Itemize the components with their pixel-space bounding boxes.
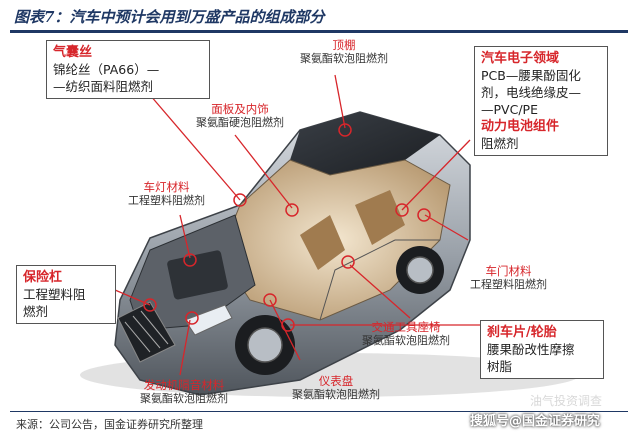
bumper-line-1: 工程塑料阻 [23, 287, 86, 302]
bumper-title: 保险杠 [23, 270, 63, 285]
sohu-watermark: 搜狐号@国金证券研究 [470, 414, 601, 429]
lamp-desc: 工程塑料阻燃剂 [128, 194, 205, 207]
engine-label: 发动机隔音材料 聚氨酯软泡阻燃剂 [140, 378, 228, 406]
seat-desc: 聚氨酯软泡阻燃剂 [362, 334, 450, 347]
seat-label: 交通工具座椅 聚氨酯软泡阻燃剂 [362, 320, 450, 348]
panel-desc: 聚氨酯硬泡阻燃剂 [196, 116, 284, 129]
front-seat [300, 215, 345, 270]
roof-desc: 聚氨酯软泡阻燃剂 [300, 52, 388, 65]
lamp-label: 车灯材料 工程塑料阻燃剂 [128, 180, 205, 208]
source-note: 来源：公司公告，国金证券研究所整理 [16, 418, 203, 431]
airbag-callout: 气囊丝 锦纶丝（PA66）— —纺织面料阻燃剂 [46, 40, 210, 99]
engine-desc: 聚氨酯软泡阻燃剂 [140, 392, 228, 405]
door-name: 车门材料 [485, 264, 532, 278]
engine-name: 发动机隔音材料 [143, 378, 225, 392]
door-desc: 工程塑料阻燃剂 [470, 278, 547, 291]
brake-line-1: 腰果酚改性摩擦 [487, 342, 575, 357]
lamp-name: 车灯材料 [143, 180, 190, 194]
door-label: 车门材料 工程塑料阻燃剂 [470, 264, 547, 292]
airbag-line-2: —纺织面料阻燃剂 [53, 79, 154, 94]
electronics-line-3: —PVC/PE [481, 102, 538, 117]
brake-callout: 刹车片/轮胎 腰果酚改性摩擦 树脂 [480, 320, 604, 379]
bumper-line-2: 燃剂 [23, 304, 49, 319]
rear-seat [355, 190, 405, 245]
engine-block [167, 250, 228, 300]
electronics-callout: 汽车电子领域 PCB—腰果酚固化 剂，电线绝缘皮— —PVC/PE 动力电池组件… [474, 46, 608, 156]
seat-name: 交通工具座椅 [371, 320, 441, 334]
battery-title: 动力电池组件 [481, 119, 560, 134]
electronics-line-2: 剂，电线绝缘皮— [481, 85, 582, 100]
footer-rule [10, 411, 628, 412]
faint-watermark: 油气投资调查 [530, 394, 603, 408]
dash-desc: 聚氨酯软泡阻燃剂 [292, 388, 380, 401]
roof-name: 顶棚 [332, 38, 356, 52]
battery-line: 阻燃剂 [481, 136, 519, 151]
electronics-title: 汽车电子领域 [481, 51, 560, 66]
figure-title: 图表7：汽车中预计会用到万盛产品的组成部分 [14, 8, 325, 26]
panel-name: 面板及内饰 [211, 102, 269, 116]
dash-name: 仪表盘 [318, 374, 354, 388]
marker-circles [143, 123, 431, 332]
title-rule [10, 30, 628, 33]
bumper-callout: 保险杠 工程塑料阻 燃剂 [16, 265, 116, 324]
car-roof [290, 112, 440, 175]
panel-label: 面板及内饰 聚氨酯硬泡阻燃剂 [196, 102, 284, 130]
brake-line-2: 树脂 [487, 359, 513, 374]
headlamp [184, 304, 233, 336]
airbag-line-1: 锦纶丝（PA66）— [53, 62, 160, 77]
pointer-lines [114, 74, 480, 376]
dash-label: 仪表盘 聚氨酯软泡阻燃剂 [292, 374, 380, 402]
airbag-title: 气囊丝 [53, 45, 93, 60]
brake-title: 刹车片/轮胎 [487, 325, 557, 340]
electronics-line-1: PCB—腰果酚固化 [481, 68, 581, 83]
roof-label: 顶棚 聚氨酯软泡阻燃剂 [300, 38, 388, 66]
